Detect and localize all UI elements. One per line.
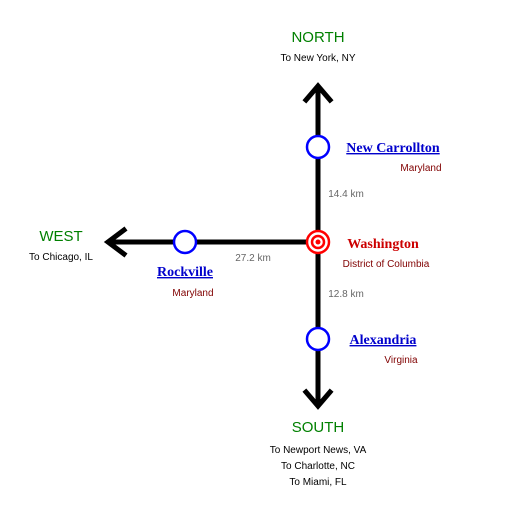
distance-north: 14.4 km xyxy=(328,189,364,200)
hub-station-name: Washington xyxy=(347,237,419,252)
station-region-alexandria: Virginia xyxy=(384,355,418,366)
station-link-rockville[interactable]: Rockville xyxy=(157,265,213,280)
station-link-new-carrollton[interactable]: New Carrollton xyxy=(346,141,440,156)
hub-station-region: District of Columbia xyxy=(343,259,430,270)
south-destination-note-2: To Charlotte, NC xyxy=(281,461,355,472)
arrow-north-icon xyxy=(302,82,334,104)
north-direction-label: NORTH xyxy=(291,29,344,46)
station-link-alexandria[interactable]: Alexandria xyxy=(350,333,417,348)
distance-west: 27.2 km xyxy=(235,253,271,264)
station-region-rockville: Maryland xyxy=(172,288,213,299)
south-direction-label: SOUTH xyxy=(292,419,345,436)
station-region-new-carrollton: Maryland xyxy=(400,163,441,174)
distance-south: 12.8 km xyxy=(328,289,364,300)
north-destination-note: To New York, NY xyxy=(280,53,355,64)
track-lines xyxy=(103,82,334,410)
station-marker-alexandria[interactable] xyxy=(305,326,331,352)
south-destination-note-3: To Miami, FL xyxy=(289,477,347,488)
hub-marker-washington[interactable] xyxy=(305,229,331,255)
south-destination-note-1: To Newport News, VA xyxy=(270,445,367,456)
arrow-west-icon xyxy=(103,226,128,258)
arrow-south-icon xyxy=(302,388,334,410)
west-destination-note: To Chicago, IL xyxy=(29,252,93,263)
station-marker-new-carrollton[interactable] xyxy=(305,134,331,160)
west-direction-label: WEST xyxy=(39,228,82,245)
station-marker-rockville[interactable] xyxy=(172,229,198,255)
